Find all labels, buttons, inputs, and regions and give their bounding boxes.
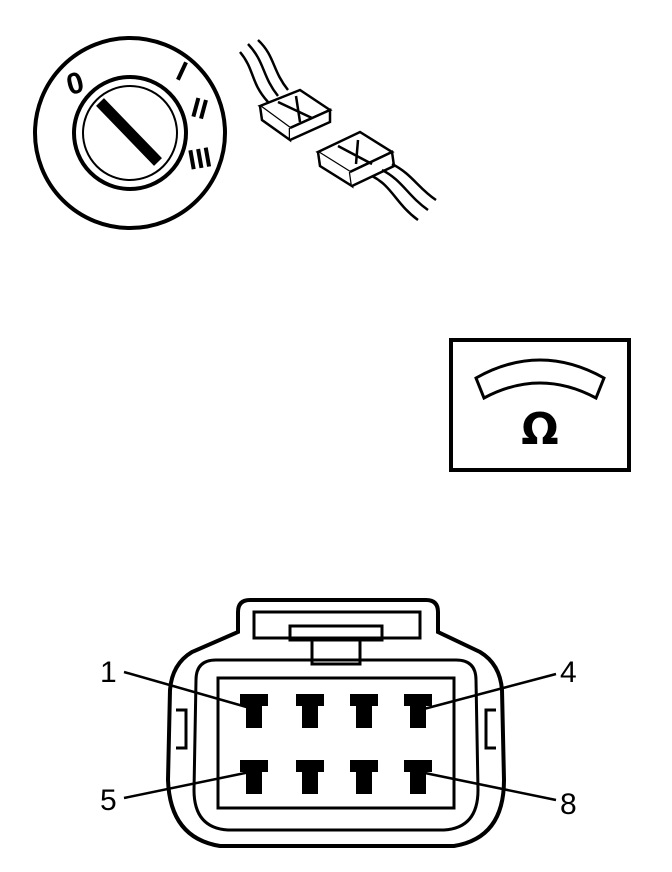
leader-line-pin-8: [419, 770, 557, 802]
pin-label-5: 5: [100, 784, 117, 817]
terminal-pin-3: [350, 694, 378, 728]
terminal-pin-8: [404, 760, 432, 794]
leader-line-pin-1: [123, 670, 251, 710]
ignition-switch: 0 I II III: [33, 36, 227, 230]
side-rib-left: [176, 708, 188, 750]
pin-label-8: 8: [560, 788, 577, 821]
meter-frame: [449, 338, 631, 472]
connector-latch: [252, 610, 422, 640]
pin-cavity: [216, 676, 456, 810]
disconnected-plugs-icon: [239, 39, 437, 222]
switch-position-2: II: [188, 91, 211, 125]
pin-leader-lines: [123, 670, 557, 802]
ohmmeter-icon: Ω: [449, 338, 631, 472]
terminal-pin-4: [404, 694, 432, 728]
terminal-pin-2: [296, 694, 324, 728]
lower-plug-wire: [381, 168, 429, 212]
terminal-pin-7: [350, 760, 378, 794]
terminal-pin-1: [240, 694, 268, 728]
lower-plug: [315, 130, 396, 189]
upper-plug: [257, 88, 333, 143]
connector-terminals: [240, 694, 432, 794]
meter-scale-arc: [474, 358, 606, 401]
key-slot: [96, 98, 162, 166]
pin-label-1: 1: [100, 656, 117, 689]
ohm-symbol: Ω: [521, 404, 558, 455]
leader-line-pin-4: [419, 672, 557, 712]
upper-plug-wire: [239, 51, 269, 103]
connector-inner-shell: [192, 658, 480, 832]
switch-cylinder-inner: [82, 85, 178, 181]
lower-plug-wire: [391, 162, 437, 202]
pin-label-4: 4: [560, 656, 577, 689]
terminal-pin-6: [296, 760, 324, 794]
side-rib-right: [484, 708, 496, 750]
lower-plug-wire: [371, 174, 419, 222]
upper-plug-wire: [257, 39, 289, 91]
connector-8-pin: [165, 598, 507, 848]
switch-position-3: III: [186, 141, 214, 176]
upper-plug-wire: [247, 43, 279, 97]
leader-line-pin-5: [123, 770, 251, 800]
terminal-pin-5: [240, 760, 268, 794]
